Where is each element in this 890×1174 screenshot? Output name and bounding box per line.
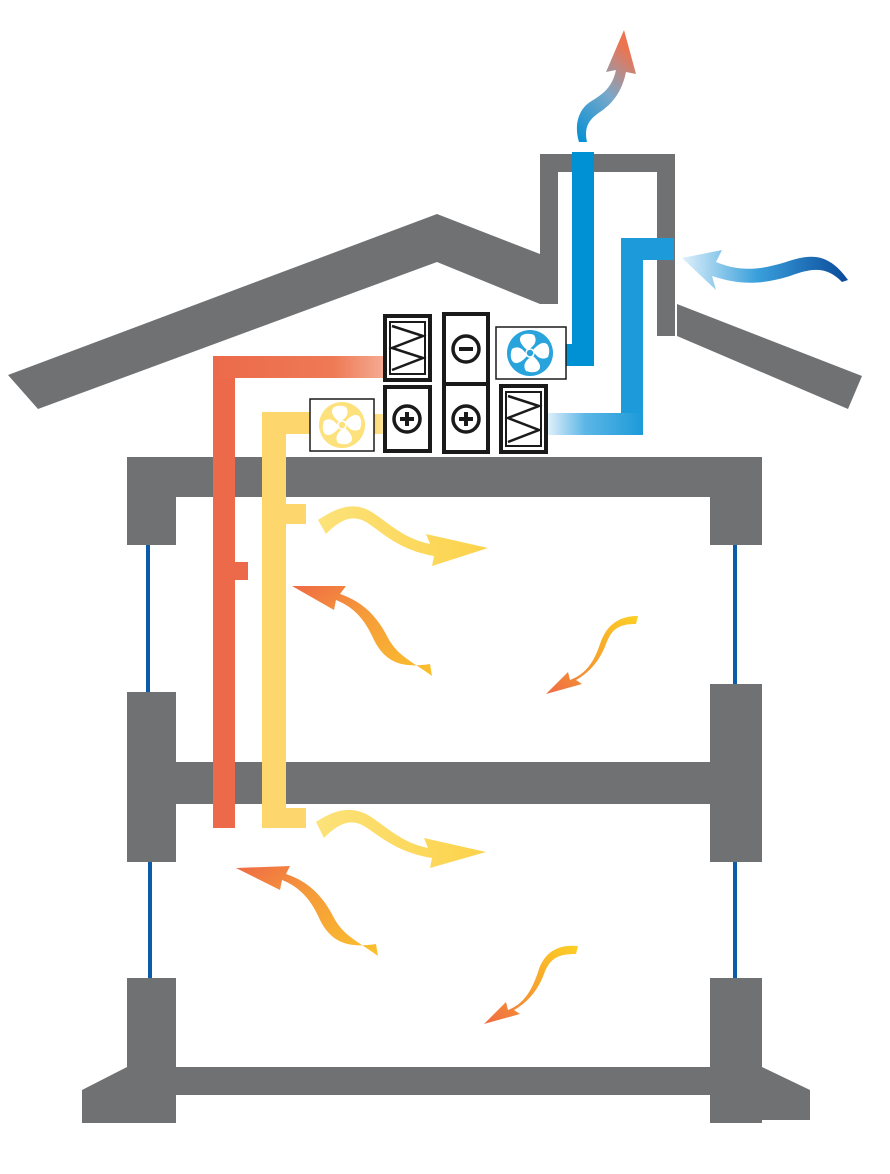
- exhaust-air-arrow: [576, 30, 636, 142]
- chimney: [540, 154, 675, 336]
- plus-icon: [383, 385, 432, 453]
- supply-air-arrow: [316, 809, 486, 868]
- extract-air-arrow: [546, 616, 638, 694]
- roof: [8, 214, 862, 409]
- extract-air-arrow: [484, 945, 578, 1024]
- extract-air-arrow: [292, 586, 432, 676]
- filter-icon: [383, 314, 432, 382]
- filter-icon: [499, 384, 548, 454]
- windows: [146, 545, 737, 978]
- fan-icon: [309, 398, 375, 452]
- exhaust-duct: [566, 152, 594, 366]
- fan-icon: [495, 326, 567, 380]
- extract-duct: [213, 356, 385, 828]
- extract-air-arrow: [236, 866, 378, 956]
- minus-icon: [442, 312, 490, 386]
- plus-icon: [442, 382, 490, 454]
- intake-duct: [546, 238, 674, 435]
- outdoor-air-arrow: [682, 250, 848, 290]
- supply-air-arrow: [318, 506, 488, 566]
